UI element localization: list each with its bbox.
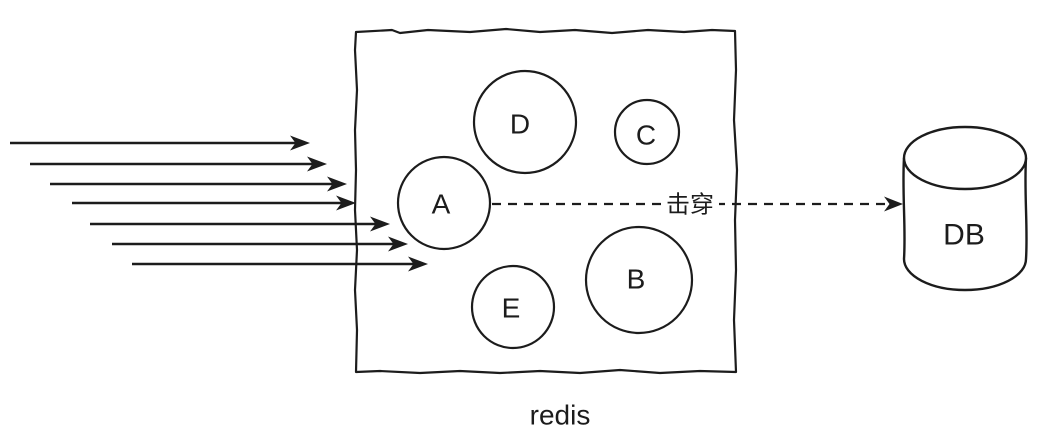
- redis-box-label: redis: [530, 400, 591, 431]
- db-cylinder-top: [902, 125, 1028, 191]
- cache-entry-b-circle: [584, 225, 694, 335]
- cache-entry-b-label: B: [627, 264, 646, 295]
- request-arrow-1-head: [290, 135, 310, 151]
- cache-entry-d-circle: [472, 69, 578, 175]
- request-arrow-4: [72, 195, 356, 211]
- request-arrow-6: [112, 236, 408, 252]
- request-arrow-7: [132, 256, 428, 272]
- cache-entry-c: C: [613, 98, 681, 166]
- cache-entry-e-label: E: [502, 293, 521, 324]
- db-cylinder-body: [902, 157, 1028, 292]
- request-arrow-5: [90, 216, 390, 232]
- cache-entry-d: D: [472, 69, 578, 175]
- cache-entry-a-label: A: [432, 189, 451, 220]
- request-arrow-3: [50, 176, 347, 192]
- request-arrow-7-head: [408, 256, 428, 272]
- request-arrows: [10, 135, 428, 272]
- request-arrow-2: [30, 156, 327, 172]
- cache-entry-c-circle: [613, 98, 681, 166]
- breakdown-arrow-head: [884, 196, 903, 212]
- request-arrow-6-head: [388, 236, 408, 252]
- cache-entry-c-label: C: [636, 120, 656, 151]
- request-arrow-2-head: [307, 156, 327, 172]
- breakdown-label-mask: [661, 189, 719, 219]
- cache-entry-a: A: [396, 155, 492, 251]
- request-arrow-1: [10, 135, 310, 151]
- cache-entry-d-label: D: [510, 109, 530, 140]
- cache-entry-a-circle: [396, 155, 492, 251]
- request-arrow-5-head: [370, 216, 390, 232]
- breakdown-label: 击穿: [666, 192, 714, 219]
- breakdown-label-group: 击穿: [661, 189, 719, 219]
- cache-entry-b: B: [584, 225, 694, 335]
- cache-entry-e: E: [470, 264, 556, 350]
- db-label: DB: [943, 219, 985, 252]
- db-cylinder: DB: [902, 125, 1028, 292]
- request-arrow-4-head: [336, 195, 356, 211]
- cache-entry-e-circle: [470, 264, 556, 350]
- request-arrow-3-head: [327, 176, 347, 192]
